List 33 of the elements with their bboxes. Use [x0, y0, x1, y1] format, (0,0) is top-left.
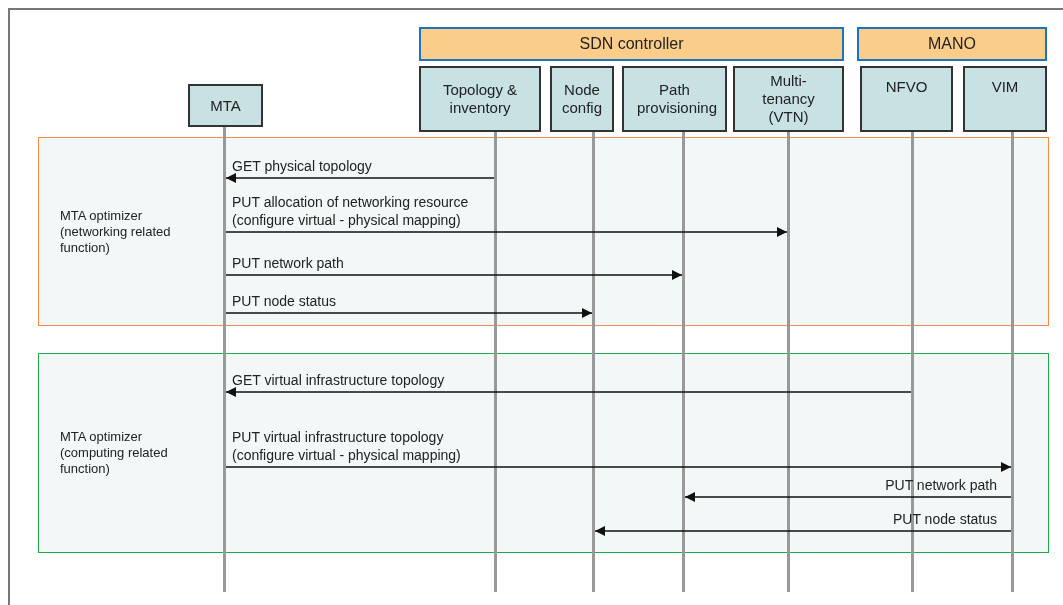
lifeline	[787, 132, 790, 592]
group-header-box: SDN controller	[419, 27, 844, 61]
participant-box: NFVO	[860, 66, 953, 132]
edge-label: PUT node status	[891, 510, 997, 528]
group-header-box: MANO	[857, 27, 1047, 61]
edge-label: PUT network path	[232, 254, 345, 272]
edge-label: GET virtual infrastructure topology	[232, 371, 446, 389]
message-arrow	[684, 492, 1012, 502]
edge-label: PUT virtual infrastructure topology (configure virtual - physical mapping)	[232, 428, 462, 464]
message-arrow	[225, 387, 912, 397]
frame-label: MTA optimizer (computing related function)	[60, 429, 169, 477]
edge-label: PUT network path	[884, 476, 997, 494]
lifeline	[682, 132, 685, 592]
message-arrow	[225, 173, 495, 183]
edge-label: GET physical topology	[232, 157, 373, 175]
message-arrow	[225, 227, 788, 237]
message-arrow	[225, 270, 683, 280]
participant-box: Node config	[550, 66, 614, 132]
lifeline	[494, 132, 497, 592]
participant-box: Multi- tenancy (VTN)	[733, 66, 844, 132]
frame-label: MTA optimizer (networking related function)	[60, 207, 172, 256]
participant-box: VIM	[963, 66, 1047, 132]
message-arrow	[225, 308, 593, 318]
edge-label: PUT allocation of networking resource (configure virtual - physical mapping)	[232, 193, 470, 229]
participant-box: MTA	[188, 84, 263, 127]
participant-box: Path provisioning	[622, 66, 727, 132]
edge-label: PUT node status	[232, 292, 338, 310]
message-arrow	[594, 526, 1012, 536]
lifeline	[223, 127, 226, 592]
message-arrow	[225, 462, 1012, 472]
lifeline	[1011, 132, 1014, 592]
participant-box: Topology & inventory	[419, 66, 541, 132]
lifeline	[592, 132, 595, 592]
